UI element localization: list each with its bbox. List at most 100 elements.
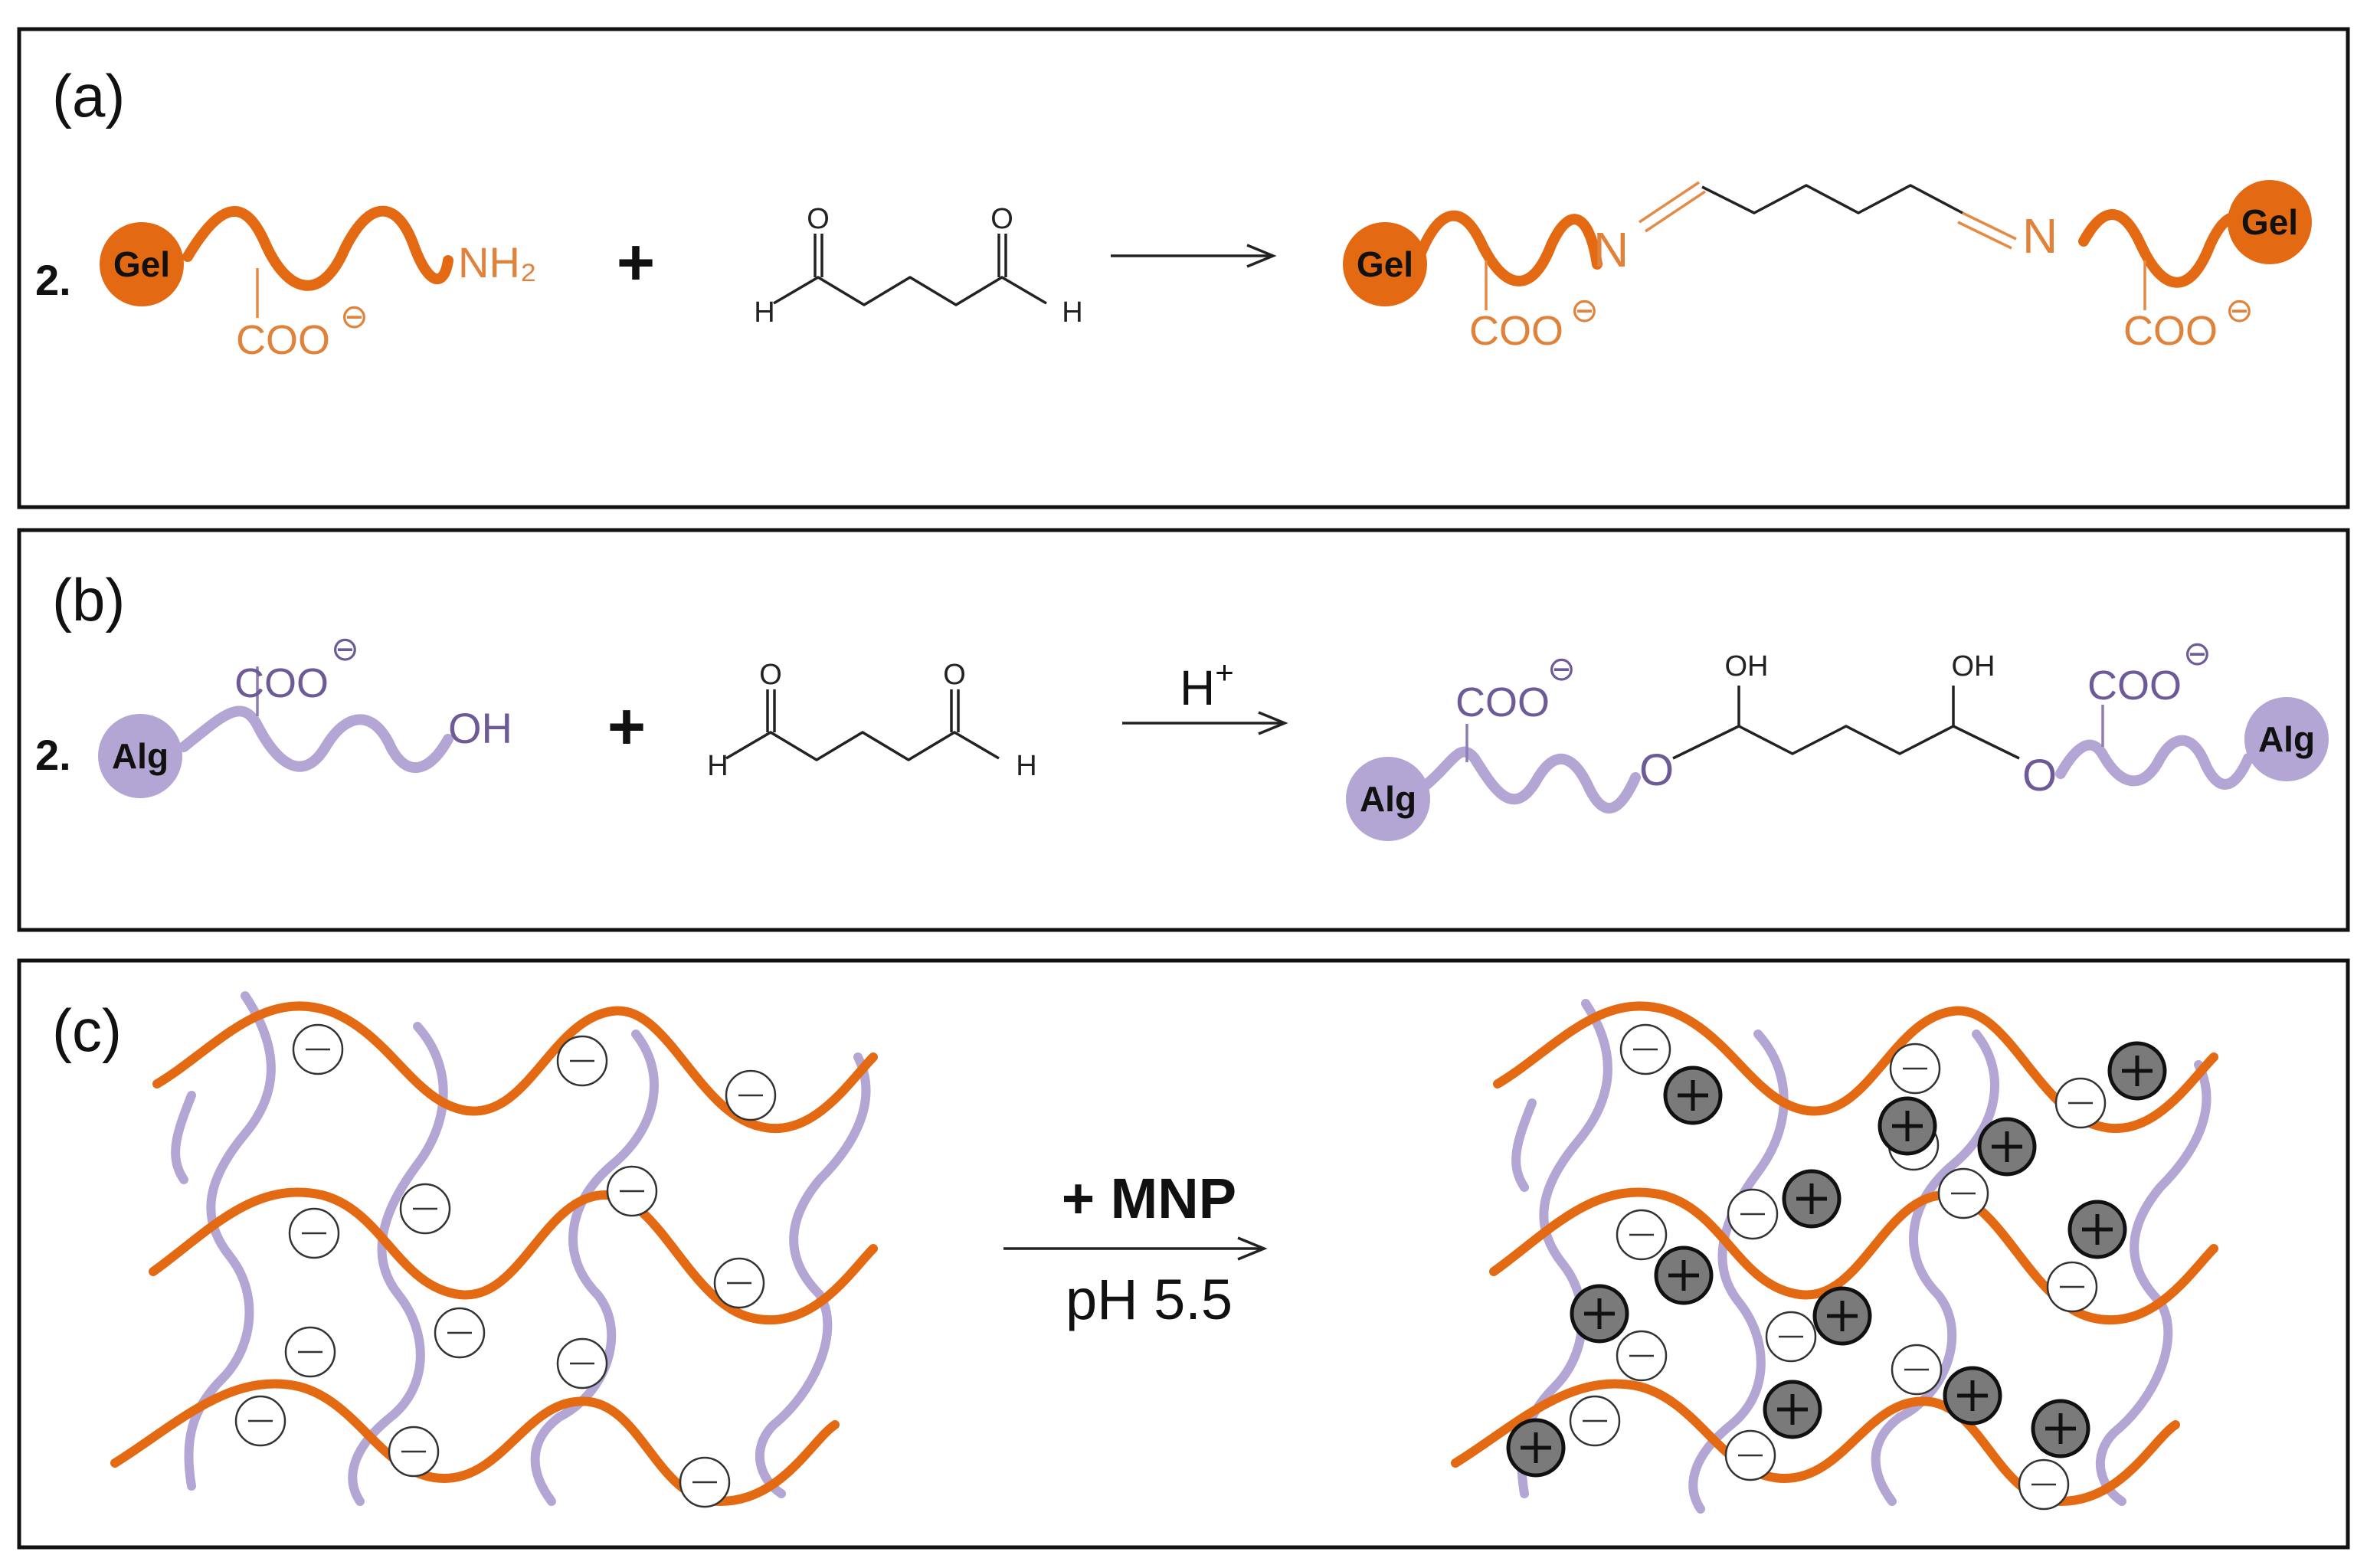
hemiacetal-oh-right: OH — [1952, 650, 1995, 683]
imine-double-bond-left — [1639, 181, 1700, 224]
negative-charge-icon — [434, 1307, 486, 1359]
aldehyde-hydrogen-left: H — [754, 296, 774, 329]
negative-charge-icon — [1569, 1395, 1621, 1447]
negative-charge-icon — [1724, 1429, 1776, 1481]
negative-charge-icon — [2046, 1261, 2098, 1313]
acid-catalyst: H+ — [1180, 654, 1234, 715]
negative-charge-icon — [1616, 1330, 1668, 1382]
ph-condition-label: pH 5.5 — [1066, 1268, 1233, 1331]
negative-charge-icon — [288, 1207, 340, 1259]
gelatin-strands-before — [110, 1001, 878, 1507]
product-left-chain — [1416, 210, 1603, 286]
glutaraldehyde: O O H H — [754, 203, 1082, 329]
gelatin-crosslinked-product: Gel COO ⊖ N N Gel COO ⊖ — [1343, 180, 2312, 354]
product-right-charge: ⊖ — [2225, 292, 2254, 329]
aldehyde-b-oxygen-left: O — [759, 659, 782, 691]
imine-nitrogen-right: N — [2022, 208, 2058, 264]
positive-charge-icon — [1943, 1366, 2002, 1426]
alginate-chain — [178, 705, 453, 773]
panel-a-step-number: 2. — [35, 256, 71, 304]
product-b-right-charge: ⊖ — [2183, 635, 2211, 673]
product-left-charge: ⊖ — [1570, 292, 1599, 329]
amine-group: NH₂ — [458, 238, 537, 286]
product-left-gel-bead — [1343, 222, 1427, 306]
positive-charge-icon — [1506, 1418, 1566, 1478]
positive-charge-icon — [1763, 1380, 1822, 1439]
hydrogel-network-after — [1451, 999, 2218, 1514]
gel-bead-label: Gel — [113, 244, 170, 284]
alg-bead-label: Alg — [112, 736, 169, 776]
reaction-arrow-b: H+ — [1122, 654, 1288, 735]
positive-charge-icon — [2107, 1041, 2167, 1101]
aldehyde-oxygen-left: O — [807, 203, 830, 235]
gelatin-chain — [182, 205, 453, 291]
product-b-right-chain — [2055, 735, 2254, 790]
gelatin-reactant: Gel NH₂ COO ⊖ — [100, 205, 537, 363]
product-left-gel-label: Gel — [1357, 244, 1413, 284]
product-left-alg-label: Alg — [1360, 779, 1416, 819]
positive-charge-icon — [1663, 1066, 1723, 1125]
product-right-alg-bead — [2244, 697, 2329, 781]
carboxylate-label: COO — [236, 317, 330, 363]
negative-charge-icon — [2018, 1458, 2070, 1511]
hydrogel-network-before — [110, 991, 878, 1508]
negative-charge-symbol: ⊖ — [340, 298, 368, 336]
aldehyde-oxygen-right: O — [990, 203, 1013, 235]
aldehyde-b-oxygen-right: O — [943, 659, 966, 691]
panel-c-frame — [17, 958, 2350, 1550]
negative-charge-icon — [679, 1456, 731, 1508]
product-right-gel-bead — [2228, 180, 2312, 264]
alginate-reactant: Alg OH COO ⊖ — [98, 630, 512, 798]
negative-charges-after — [1569, 1023, 2107, 1511]
panel-a: (a) 2. Gel NH₂ COO ⊖ + O O H H — [17, 27, 2350, 509]
plus-sign-b: + — [607, 690, 646, 764]
positive-charge-icon — [1654, 1246, 1714, 1305]
positive-charge-icon — [1812, 1286, 1872, 1346]
product-b-left-chain — [1416, 746, 1641, 813]
panel-a-frame — [17, 27, 2350, 509]
alginate-charge: ⊖ — [331, 630, 359, 668]
negative-charge-icon — [2054, 1077, 2107, 1129]
alg-bead — [98, 714, 182, 798]
negative-charge-icon — [556, 1337, 608, 1390]
hemiacetal-oh-left: OH — [1725, 650, 1769, 683]
negative-charge-icon — [234, 1395, 286, 1447]
negative-charge-icon — [1891, 1344, 1943, 1396]
positive-charge-icon — [1570, 1284, 1629, 1344]
negative-charge-icon — [292, 1023, 344, 1075]
negative-charge-icon — [1727, 1188, 1779, 1240]
negative-charge-icon — [713, 1257, 765, 1309]
mnp-additive-label: + MNP — [1062, 1167, 1236, 1230]
alginate-crosslinked-product: Alg COO ⊖ O OH OH O Alg COO ⊖ — [1346, 635, 2329, 841]
negative-charge-icon — [725, 1069, 777, 1121]
glutaraldehyde-b: O O H H — [707, 659, 1036, 782]
negative-charge-icon — [1937, 1167, 1989, 1219]
imine-double-bond-right — [1962, 211, 2017, 241]
negative-charge-icon — [556, 1035, 608, 1087]
product-right-gel-label: Gel — [2241, 202, 2298, 242]
negative-charges-before — [234, 1023, 777, 1508]
negative-charge-icon — [284, 1326, 336, 1378]
negative-charge-icon — [388, 1426, 440, 1478]
hydroxyl-group: OH — [448, 704, 512, 752]
ether-oxygen-left: O — [1639, 745, 1674, 795]
glutaraldehyde-b-skeleton — [725, 731, 1000, 761]
negative-charge-icon — [1616, 1209, 1668, 1261]
product-left-carboxylate: COO — [1469, 308, 1563, 354]
crosslinker-skeleton — [1701, 184, 1963, 214]
negative-charge-icon — [1765, 1311, 1817, 1363]
positive-charge-icon — [1977, 1117, 2037, 1177]
panel-b-step-number: 2. — [35, 731, 71, 779]
positive-charge-icon — [2067, 1200, 2127, 1259]
mnp-addition-arrow: + MNP pH 5.5 — [1003, 1167, 1268, 1331]
product-b-left-carboxylate: COO — [1455, 679, 1550, 725]
product-left-alg-bead — [1346, 757, 1430, 841]
glutaraldehyde-skeleton — [773, 276, 1047, 306]
reaction-arrow-a — [1111, 244, 1277, 268]
imine-nitrogen-left: N — [1593, 222, 1629, 277]
panel-b-label: (b) — [52, 566, 125, 633]
negative-charge-icon — [606, 1165, 658, 1217]
product-b-right-carboxylate: COO — [2087, 663, 2182, 709]
negative-charge-icon — [1619, 1023, 1671, 1075]
